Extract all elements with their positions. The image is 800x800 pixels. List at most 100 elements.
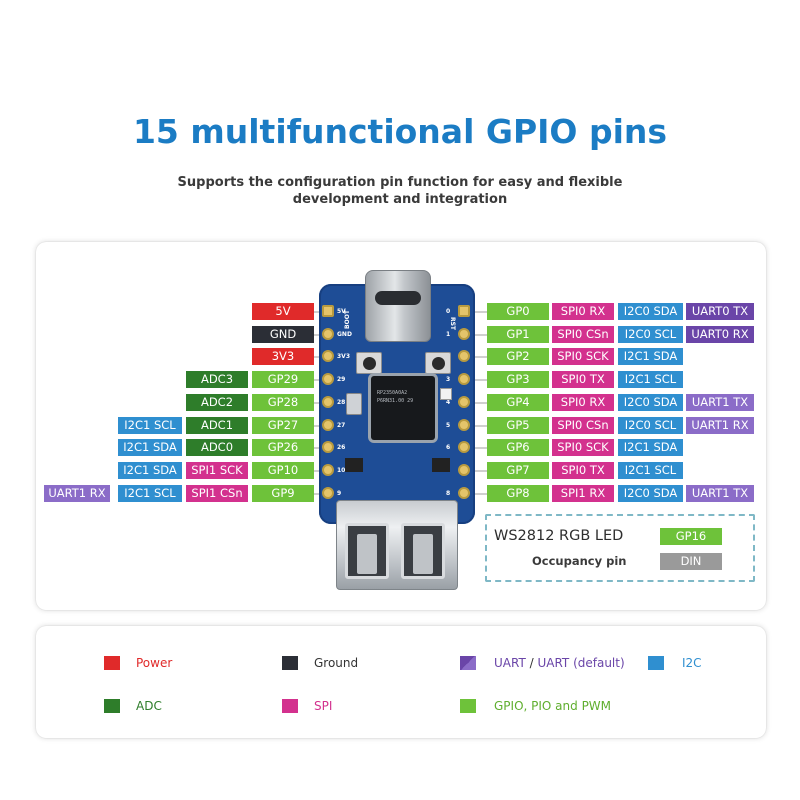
right-pin-0-connector: [466, 311, 488, 313]
right-pin-4-label-2: I2C0 SDA: [618, 393, 683, 411]
right-pin-0-label-1: SPI0 RX: [552, 303, 614, 320]
legend-label-uart-sep: /: [525, 656, 538, 670]
right-header-pad-3: [458, 373, 470, 386]
right-silk-label-1: 1: [446, 330, 451, 338]
page-subtitle: Supports the configuration pin function …: [150, 174, 650, 208]
left-silk-label-4: 28: [337, 398, 346, 406]
right-header-pad-5: [458, 418, 470, 431]
usb-a-port-right: [401, 523, 445, 579]
ws2812-occupancy-label: Occupancy pin: [532, 554, 627, 568]
right-header-pad-0: [458, 305, 470, 317]
right-pin-5-label-1: SPI0 CSn: [552, 416, 614, 434]
left-silk-label-8: 9: [337, 489, 342, 497]
right-silk-label-5: 5: [446, 421, 451, 429]
left-header-pad-4: [322, 395, 334, 408]
legend-label-adc: ADC: [136, 699, 162, 713]
right-pin-1-connector: [466, 333, 488, 336]
right-pin-7-label-0: GP7: [487, 461, 549, 479]
right-header-pad-4: [458, 395, 470, 408]
right-pin-5-label-2: I2C0 SCL: [618, 416, 683, 434]
legend-swatch-uart: [460, 656, 476, 670]
left-pin-7-label-1: SPI1 SCK: [186, 461, 248, 479]
subtitle-line-1: Supports the configuration pin function …: [177, 175, 623, 190]
left-pin-6-label-0: I2C1 SDA: [118, 439, 182, 457]
right-pin-4-label-1: SPI0 RX: [552, 393, 614, 411]
left-pin-8-label-2: SPI1 CSn: [186, 484, 248, 502]
right-header-pad-2: [458, 350, 470, 363]
usb-c-slot: [375, 291, 421, 305]
left-silk-label-1: GND: [337, 330, 352, 338]
legend-label-uart: UART / UART (default): [494, 656, 625, 670]
ws2812-title: WS2812 RGB LED: [494, 528, 624, 544]
left-pin-5-label-0: I2C1 SCL: [118, 416, 182, 434]
left-header-pad-5: [322, 418, 334, 431]
left-pin-1-label-0: GND: [252, 325, 314, 343]
left-header-pad-1: [322, 327, 334, 340]
left-pin-6-label-1: ADC0: [186, 439, 248, 457]
right-pin-7-label-2: I2C1 SCL: [618, 461, 683, 479]
chip-marking-1: RP2350A0A2: [377, 390, 408, 396]
subtitle-line-2: development and integration: [292, 192, 508, 207]
right-pin-3-connector: [466, 379, 488, 382]
right-pin-4-connector: [466, 401, 488, 404]
ws2812-din-tag: DIN: [660, 553, 722, 570]
right-silk-label-3: 3: [446, 376, 451, 384]
chip-marking-2: P6RN31.00 29: [377, 398, 414, 404]
legend-swatch-gpio: [460, 699, 476, 713]
right-silk-label-8: 8: [446, 489, 451, 497]
boot-silk-label: BOOT: [343, 310, 351, 329]
left-pin-8-label-3: GP9: [252, 484, 314, 502]
ws2812-gpio-tag: GP16: [660, 528, 722, 545]
left-pin-3-label-1: GP29: [252, 371, 314, 389]
right-pin-7-label-1: SPI0 TX: [552, 461, 614, 479]
legend-label-gpio: GPIO, PIO and PWM: [494, 699, 612, 713]
left-header-pad-0: [322, 305, 334, 317]
right-pin-6-label-2: I2C1 SDA: [618, 439, 683, 457]
legend-swatch-power: [104, 656, 120, 670]
right-pin-3-label-1: SPI0 TX: [552, 371, 614, 389]
left-pin-8-label-1: I2C1 SCL: [118, 484, 182, 502]
left-pin-3-label-0: ADC3: [186, 371, 248, 389]
legend-label-uart-a: UART: [494, 656, 526, 670]
legend-label-power: Power: [136, 656, 173, 670]
left-header-pad-3: [322, 373, 334, 386]
left-silk-label-2: 3V3: [337, 353, 350, 361]
right-pin-2-connector: [466, 356, 488, 359]
right-pin-3-label-2: I2C1 SCL: [618, 371, 683, 389]
left-pin-4-label-0: ADC2: [186, 393, 248, 411]
right-pin-6-connector: [466, 447, 488, 450]
right-pin-1-label-1: SPI0 CSn: [552, 325, 614, 343]
rst-silk-label: RST: [449, 316, 457, 331]
right-pin-1-label-2: I2C0 SCL: [618, 325, 683, 343]
legend-swatch-i2c: [648, 656, 664, 670]
left-pin-5-label-2: GP27: [252, 416, 314, 434]
right-pin-5-connector: [466, 424, 488, 427]
ws2812-led-component: [440, 388, 452, 400]
page-title: 15 multifunctional GPIO pins: [132, 112, 668, 151]
right-silk-label-0: 0: [446, 308, 451, 315]
left-header-pad-2: [322, 350, 334, 363]
right-pin-8-label-3: UART1 TX: [686, 484, 754, 502]
legend-swatch-ground: [282, 656, 298, 670]
legend-label-uart-b: UART (default): [537, 656, 625, 670]
left-pin-2-label-0: 3V3: [252, 348, 314, 366]
right-pin-7-connector: [466, 469, 488, 472]
legend-swatch-adc: [104, 699, 120, 713]
right-pin-4-label-0: GP4: [487, 393, 549, 411]
rp2350-chip: RP2350A0A2 P6RN31.00 29: [371, 376, 435, 440]
right-pin-0-label-3: UART0 TX: [686, 303, 754, 320]
left-pin-7-label-2: GP10: [252, 461, 314, 479]
right-pin-8-connector: [466, 492, 488, 495]
right-pin-5-label-3: UART1 RX: [686, 416, 754, 434]
boot-button: [356, 352, 382, 374]
left-pin-6-label-2: GP26: [252, 439, 314, 457]
left-silk-label-5: 27: [337, 421, 346, 429]
right-pin-2-label-1: SPI0 SCK: [552, 348, 614, 366]
left-pin-7-label-0: I2C1 SDA: [118, 461, 182, 479]
right-pin-8-label-1: SPI1 RX: [552, 484, 614, 502]
right-pin-2-label-2: I2C1 SDA: [618, 348, 683, 366]
right-pin-4-label-3: UART1 TX: [686, 393, 754, 411]
right-pin-3-label-0: GP3: [487, 371, 549, 389]
right-pin-1-label-0: GP1: [487, 325, 549, 343]
right-pin-6-label-1: SPI0 SCK: [552, 439, 614, 457]
